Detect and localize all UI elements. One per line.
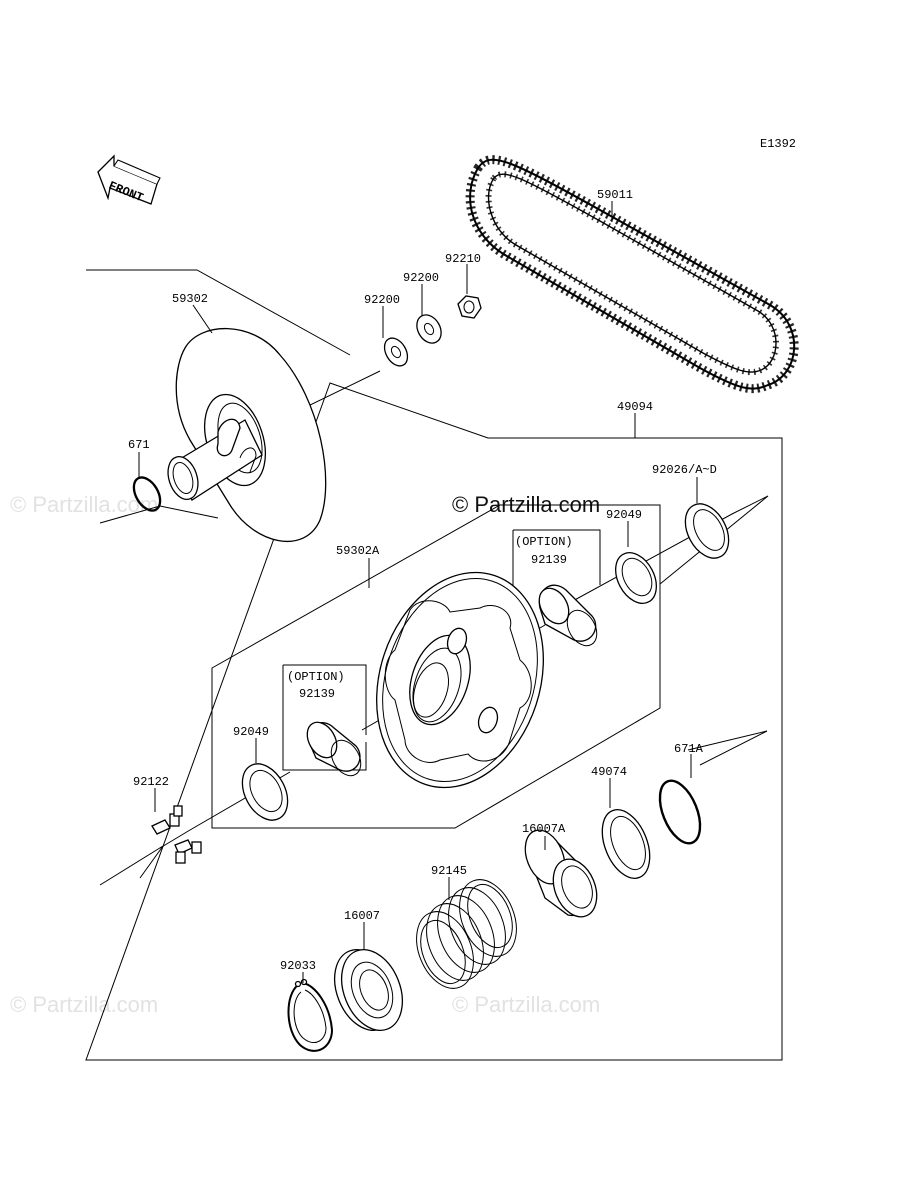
watermark-bottom-center: © Partzilla.com (452, 992, 600, 1017)
bushing-upper (538, 584, 598, 647)
option-box-lower (282, 664, 367, 771)
label-59302a: 59302A (336, 544, 380, 558)
label-59011: 59011 (597, 188, 633, 202)
label-92200-left: 92200 (364, 293, 400, 307)
diagram-code: E1392 (760, 137, 796, 151)
label-16007: 16007 (344, 909, 380, 923)
circlip (287, 978, 334, 1052)
label-49074: 49074 (591, 765, 627, 779)
assembly-frame-59302a (211, 504, 661, 829)
label-92145: 92145 (431, 864, 467, 878)
watermark-bottom-left: © Partzilla.com (10, 992, 158, 1017)
label-92049-lower: 92049 (233, 725, 269, 739)
shim-92026 (684, 503, 730, 559)
option-label-upper: (OPTION) (515, 535, 573, 549)
label-49094: 49094 (617, 400, 653, 414)
assembly-frame-49094 (85, 269, 783, 1061)
label-16007a: 16007A (522, 822, 566, 836)
background-watermarks: © Partzilla.com © Partzilla.com © Partzi… (10, 492, 600, 1017)
label-92122: 92122 (133, 775, 169, 789)
nut (457, 295, 482, 319)
washer-right (416, 314, 442, 344)
spring (416, 879, 517, 989)
label-92049-upper: 92049 (606, 508, 642, 522)
oil-seal-lower (241, 763, 289, 821)
washer-left (383, 337, 409, 367)
front-arrow-icon: FRONT (97, 154, 161, 205)
leader-59302 (192, 304, 213, 334)
label-92139-upper: 92139 (531, 553, 567, 567)
bearing-16007a (524, 829, 598, 918)
label-59302: 59302 (172, 292, 208, 306)
label-92210: 92210 (445, 252, 481, 266)
oil-seal-upper (615, 552, 657, 604)
bearing-16007 (333, 949, 404, 1031)
label-92026: 92026/A~D (652, 463, 717, 477)
axis-right-lower (687, 730, 768, 766)
grease-fittings (151, 805, 202, 864)
label-671: 671 (128, 438, 150, 452)
bushing-lower (306, 721, 362, 777)
movable-sheave (376, 571, 544, 789)
label-92139-lower: 92139 (299, 687, 335, 701)
o-ring-671 (132, 476, 162, 512)
watermark-left: © Partzilla.com (10, 492, 158, 517)
label-92200-right: 92200 (403, 271, 439, 285)
fixed-sheave (167, 327, 327, 543)
shim-49074 (601, 809, 651, 879)
drive-belt (465, 155, 799, 394)
label-92033: 92033 (280, 959, 316, 973)
o-ring-671a (658, 779, 702, 845)
label-671a: 671A (674, 742, 704, 756)
option-label-lower: (OPTION) (287, 670, 345, 684)
